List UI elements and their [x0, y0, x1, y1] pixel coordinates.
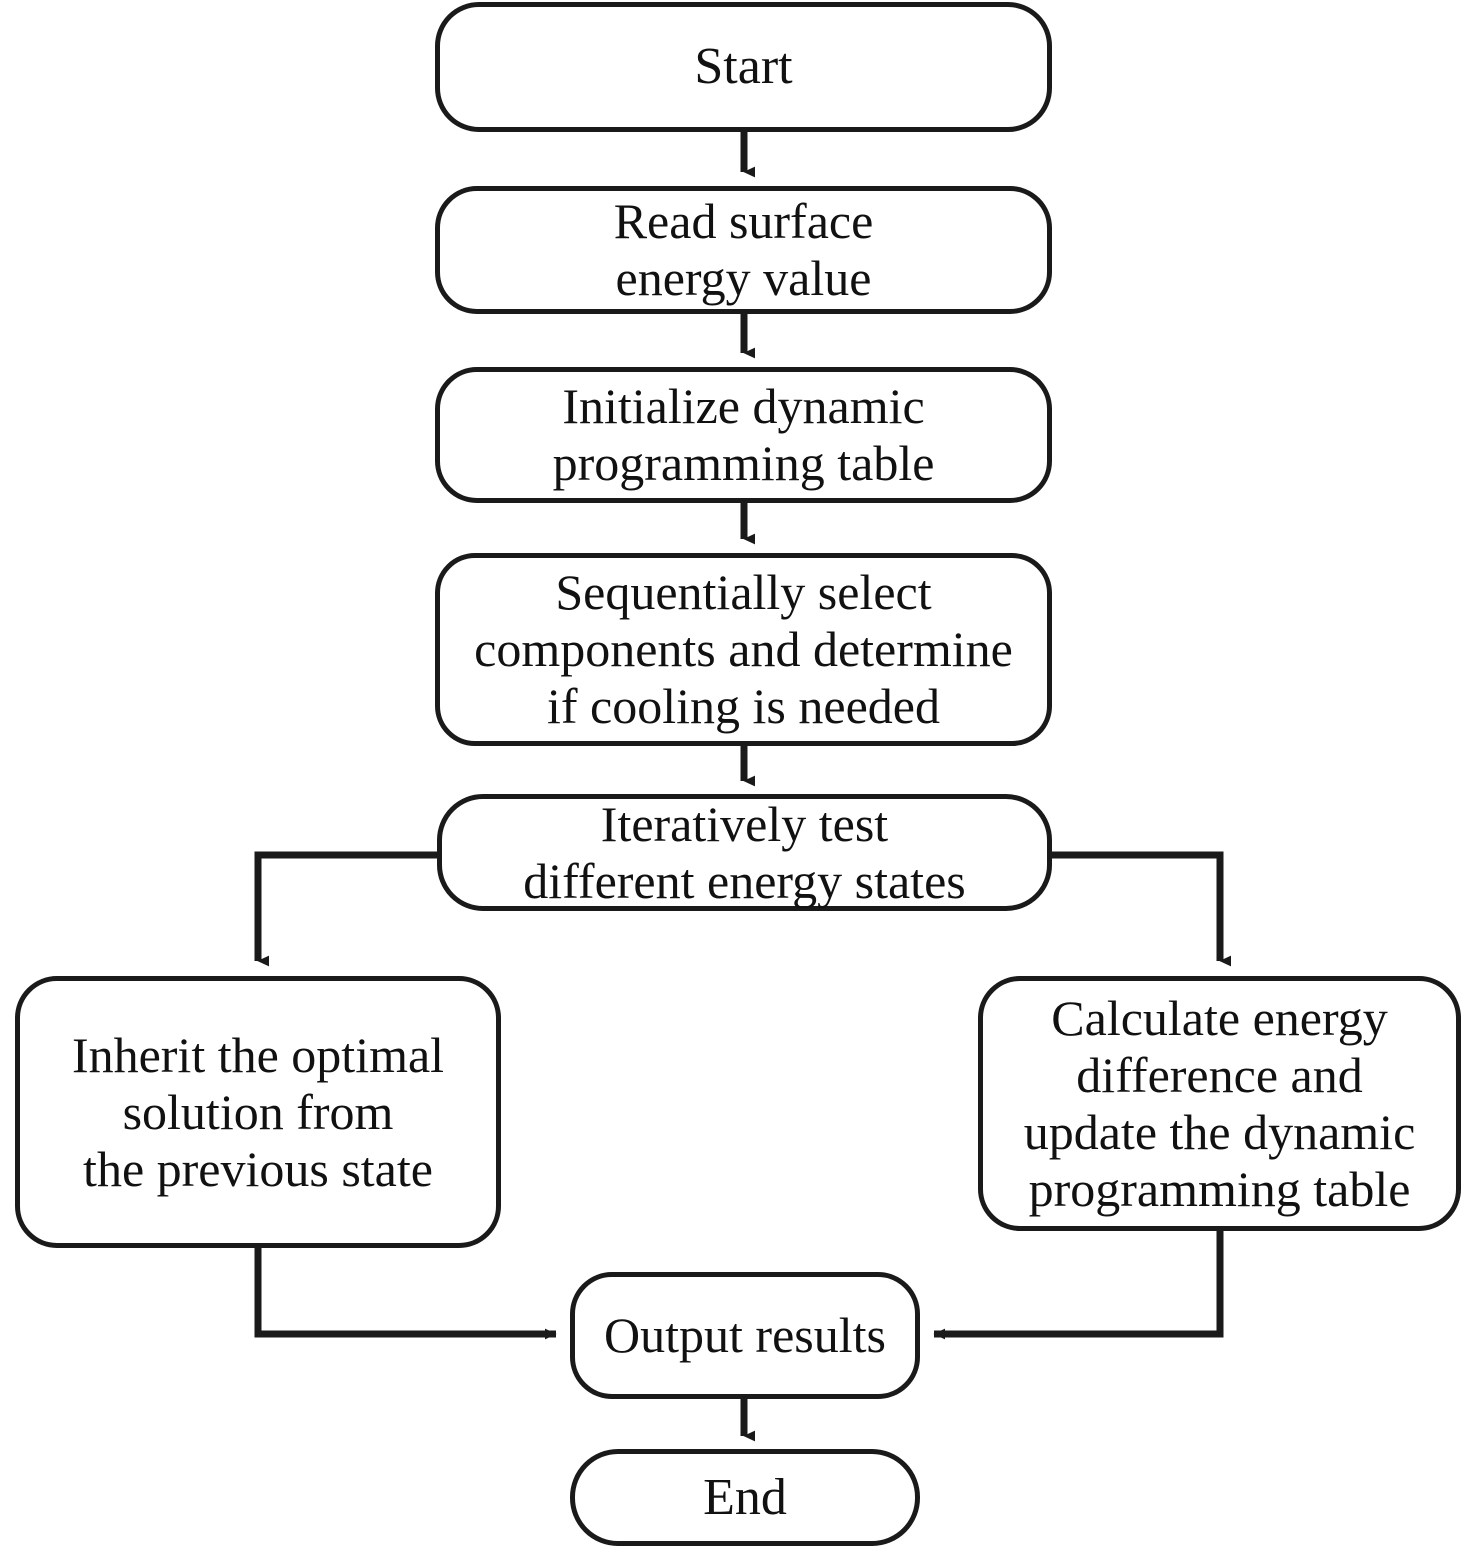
node-seq-label: Sequentially select components and deter… — [474, 564, 1013, 734]
node-output-label: Output results — [604, 1307, 886, 1363]
node-sequentially-select-components[interactable]: Sequentially select components and deter… — [435, 553, 1052, 746]
node-init-label: Initialize dynamic programming table — [552, 378, 935, 491]
node-calculate-energy-difference[interactable]: Calculate energy difference and update t… — [978, 976, 1461, 1231]
node-calc-label: Calculate energy difference and update t… — [1023, 989, 1416, 1217]
edge-inherit-to-output — [254, 1248, 557, 1340]
node-iteratively-test-energy-states[interactable]: Iteratively test different energy states — [437, 794, 1052, 911]
node-iter-label: Iteratively test different energy states — [523, 795, 966, 909]
edge-iter-to-inherit — [254, 851, 440, 967]
node-inherit-optimal-solution[interactable]: Inherit the optimal solution from the pr… — [15, 976, 501, 1248]
node-end[interactable]: End — [570, 1449, 920, 1546]
node-end-label: End — [703, 1468, 787, 1526]
edge-iter-to-calc — [1049, 851, 1231, 967]
node-start-label: Start — [694, 38, 793, 96]
node-read-surface-energy-value[interactable]: Read surface energy value — [435, 186, 1052, 314]
node-initialize-dp-table[interactable]: Initialize dynamic programming table — [435, 367, 1052, 503]
node-read-label: Read surface energy value — [613, 193, 874, 306]
node-output-results[interactable]: Output results — [570, 1272, 920, 1399]
node-start[interactable]: Start — [435, 2, 1052, 132]
node-inherit-label: Inherit the optimal solution from the pr… — [71, 1026, 445, 1197]
edge-calc-to-output — [933, 1231, 1224, 1340]
